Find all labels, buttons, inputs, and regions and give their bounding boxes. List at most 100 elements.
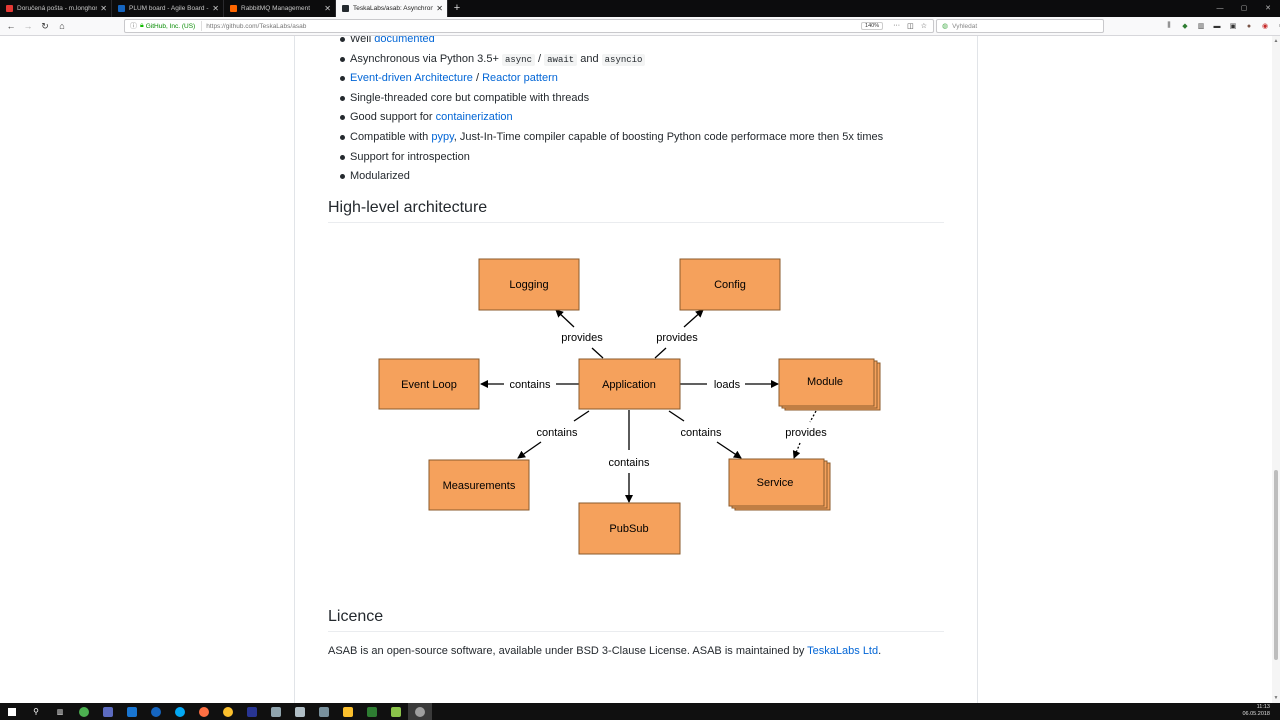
task-view-icon[interactable]: ▥	[56, 708, 64, 716]
licence-text: ASAB is an open-source software, availab…	[328, 645, 808, 657]
browser-tab[interactable]: PLUM board - Agile Board - Te...✕	[112, 0, 224, 17]
page-actions-icon[interactable]: ···	[893, 22, 901, 29]
extension-icon[interactable]: ◆	[1182, 23, 1188, 30]
edge-label-provides-config: provides	[656, 332, 698, 344]
chrome-app-icon[interactable]	[72, 703, 96, 720]
new-tab-button[interactable]: +	[453, 2, 461, 14]
tab-close-icon[interactable]: ✕	[100, 4, 107, 13]
feature-link[interactable]: Reactor pattern	[482, 72, 558, 85]
scroll-down-icon[interactable]: ▼	[1273, 695, 1279, 701]
screenshot-icon[interactable]: ▣	[1229, 23, 1237, 30]
licence-paragraph: ASAB is an open-source software, availab…	[328, 645, 881, 657]
outlook-app-icon[interactable]	[120, 703, 144, 720]
tool-app-icon[interactable]	[312, 703, 336, 720]
home-button[interactable]: ⌂	[59, 21, 65, 31]
search-input[interactable]: ◍ Vyhledat	[936, 19, 1104, 33]
info-icon[interactable]: ⓘ	[130, 23, 137, 30]
feature-item: Well documented	[339, 36, 883, 50]
node-logging-box	[478, 258, 580, 311]
feature-text: /	[534, 52, 545, 65]
close-window-icon[interactable]: ✕	[1265, 5, 1271, 12]
start-button[interactable]	[0, 703, 24, 720]
chat-icon[interactable]: ▬	[1213, 22, 1221, 30]
edge-line	[654, 347, 667, 359]
browser-tab[interactable]: TeskaLabs/asab: Asynchronous...✕	[336, 0, 448, 17]
bookmark-star-icon[interactable]: ☆	[920, 23, 927, 30]
remote-app-icon[interactable]	[264, 703, 288, 720]
addon-icon[interactable]: ●	[1246, 22, 1252, 30]
pocket-icon[interactable]: ◫	[907, 23, 914, 30]
scroll-up-icon[interactable]: ▲	[1273, 38, 1279, 44]
divider	[201, 21, 203, 31]
tab-close-icon[interactable]: ✕	[212, 4, 219, 13]
feature-item: Modularized	[339, 167, 883, 187]
forward-button[interactable]: →	[23, 21, 33, 31]
menu-icon[interactable]: ≡	[1276, 23, 1280, 30]
edge-line	[668, 410, 685, 422]
node-event-loop-box	[378, 358, 480, 410]
page-scrollbar[interactable]: ▲ ▼	[1272, 36, 1280, 703]
node-config-box	[679, 258, 781, 311]
feature-link[interactable]: containerization	[435, 111, 513, 124]
excel-app-icon[interactable]	[360, 703, 384, 720]
sidebar-icon[interactable]: ▥	[1197, 23, 1205, 30]
chrome2-app-icon[interactable]	[216, 703, 240, 720]
url-text[interactable]: https://github.com/TeskaLabs/asab	[206, 22, 307, 30]
node-service-box	[728, 458, 825, 507]
notepad-app-icon[interactable]	[384, 703, 408, 720]
edge-label-contains-measurements: contains	[537, 427, 578, 439]
tab-favicon-icon	[342, 5, 349, 12]
search-placeholder: Vyhledat	[952, 22, 978, 30]
scrollbar-thumb[interactable]	[1274, 470, 1278, 660]
explorer-app-icon[interactable]	[336, 703, 360, 720]
chat-app-icon[interactable]	[144, 703, 168, 720]
feature-link[interactable]: Event-driven Architecture	[350, 72, 473, 85]
skype-app-icon[interactable]	[168, 703, 192, 720]
window-controls: — ▢ ✕	[1208, 0, 1280, 17]
feature-item: Single-threaded core but compatible with…	[339, 89, 883, 109]
teskalabs-link[interactable]: TeskaLabs Ltd	[807, 645, 879, 657]
network-app-icon[interactable]	[288, 703, 312, 720]
tab-close-icon[interactable]: ✕	[324, 4, 331, 13]
tab-title: RabbitMQ Management	[241, 5, 311, 12]
addon-red-icon[interactable]: ◉	[1261, 23, 1269, 30]
library-icon[interactable]: ⫼	[1167, 22, 1171, 29]
feature-item: Event-driven Architecture / Reactor patt…	[339, 69, 883, 89]
lock-icon: 🔒︎	[140, 22, 144, 29]
feature-text: Modularized	[350, 170, 410, 183]
teams-app-icon[interactable]	[96, 703, 120, 720]
clock-time: 11:13	[1256, 704, 1270, 710]
feature-text: and	[577, 52, 602, 65]
site-identity[interactable]: GitHub, Inc. (US)	[145, 22, 196, 30]
feature-text: /	[472, 72, 483, 85]
node-measurements-box	[428, 459, 530, 511]
tab-favicon-icon	[230, 5, 237, 12]
feature-link[interactable]: pypy	[431, 130, 454, 143]
readme-card	[294, 36, 978, 703]
feature-link[interactable]: documented	[374, 36, 435, 45]
edge-line	[555, 309, 575, 328]
firefox-app-icon[interactable]	[192, 703, 216, 720]
system-clock[interactable]: 11:13 06.05.2018	[1242, 704, 1270, 718]
os-taskbar: ⚲ ▥ 11:13 06.05.2018	[0, 703, 1280, 720]
reload-button[interactable]: ↻	[41, 21, 49, 31]
tab-title: Doručená pošta - m.longhorn@...	[17, 5, 97, 12]
settings-app-icon[interactable]	[408, 703, 432, 720]
browser-tab[interactable]: Doručená pošta - m.longhorn@...✕	[0, 0, 112, 17]
word-app-icon[interactable]	[240, 703, 264, 720]
minimize-icon[interactable]: —	[1216, 5, 1224, 12]
architecture-heading: High-level architecture	[328, 199, 944, 223]
feature-text: Compatible with	[350, 130, 432, 143]
maximize-icon[interactable]: ▢	[1240, 5, 1248, 12]
address-bar[interactable]: ⓘ 🔒︎ GitHub, Inc. (US) https://github.co…	[124, 19, 934, 33]
back-button[interactable]: ←	[6, 21, 16, 31]
search-icon[interactable]: ⚲	[33, 707, 39, 716]
tab-close-icon[interactable]: ✕	[436, 4, 443, 13]
tab-title: TeskaLabs/asab: Asynchronous...	[353, 5, 434, 12]
inline-code: await	[544, 53, 578, 66]
edge-label-provides-service: provides	[785, 427, 827, 439]
zoom-indicator[interactable]: 140%	[861, 22, 884, 30]
feature-text: Well	[350, 36, 375, 45]
edge-line	[573, 410, 590, 422]
browser-tab[interactable]: RabbitMQ Management ✕	[224, 0, 336, 17]
